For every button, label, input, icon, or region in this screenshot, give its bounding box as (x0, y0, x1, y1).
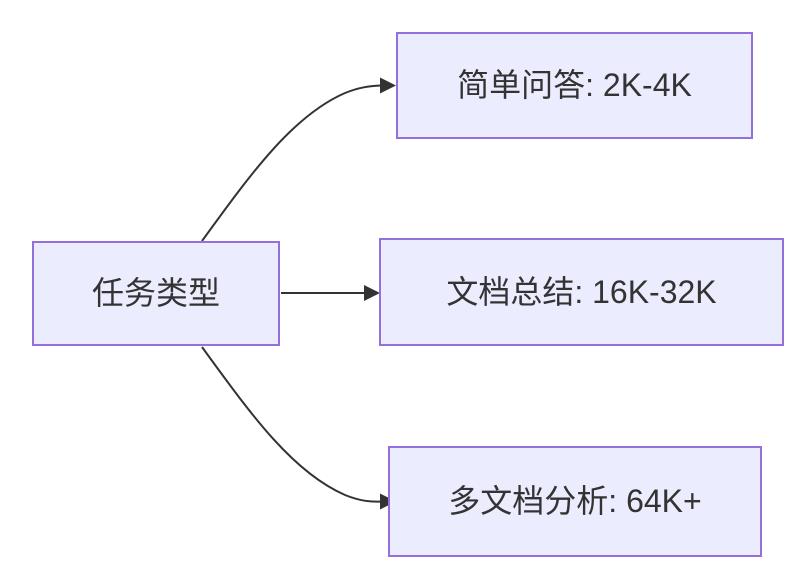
node-doc-summary: 文档总结: 16K-32K (379, 238, 784, 346)
edge-root-to-simple-qa (201, 84, 382, 242)
node-task-type-label: 任务类型 (91, 275, 220, 312)
node-multi-doc-analysis: 多文档分析: 64K+ (388, 446, 762, 557)
node-task-type: 任务类型 (32, 241, 280, 346)
node-doc-summary-label: 文档总结: 16K-32K (446, 273, 717, 310)
arrowhead-simple-qa-icon (380, 77, 396, 94)
node-simple-qa: 简单问答: 2K-4K (396, 32, 753, 139)
node-simple-qa-label: 简单问答: 2K-4K (457, 67, 692, 104)
edge-root-to-multi-doc (201, 346, 382, 503)
arrowhead-doc-summary-icon (364, 285, 380, 301)
node-multi-doc-analysis-label: 多文档分析: 64K+ (448, 483, 702, 520)
